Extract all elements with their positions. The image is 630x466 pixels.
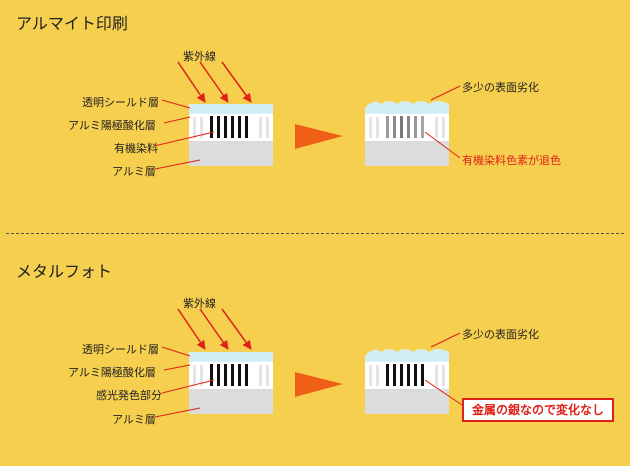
label-shield-2: 透明シールド層 [82, 343, 159, 356]
transform-arrow-1 [295, 124, 343, 149]
label-shield-1: 透明シールド層 [82, 96, 159, 109]
uv-label-2: 紫外線 [183, 297, 216, 310]
leaders-right-1 [424, 85, 461, 159]
plate-after-1 [365, 101, 449, 166]
leaders-left-2 [154, 346, 215, 418]
label-photosensitive-2: 感光発色部分 [96, 389, 162, 402]
plate-after-2 [365, 349, 449, 414]
uv-arrows-2 [177, 308, 252, 350]
transform-arrow-2 [295, 372, 343, 397]
leaders-left-1 [153, 99, 215, 170]
section-title-metalphoto: メタルフォト [16, 262, 113, 281]
plate-before-1 [189, 104, 273, 166]
uv-label-1: 紫外線 [183, 50, 216, 63]
label-aluminum-2: アルミ層 [112, 413, 156, 426]
leaders-right-2 [424, 332, 463, 406]
label-anodized-1: アルミ陽極酸化層 [68, 119, 156, 132]
label-fading-1: 有機染料色素が退色 [462, 154, 561, 167]
label-aluminum-1: アルミ層 [112, 165, 156, 178]
uv-arrows-1 [177, 61, 252, 103]
label-surface-degradation-2: 多少の表面劣化 [462, 328, 539, 341]
label-dye-1: 有機染料 [114, 142, 158, 155]
label-no-change-2: 金属の銀なので変化なし [462, 398, 614, 422]
label-anodized-2: アルミ陽極酸化層 [68, 366, 156, 379]
label-surface-degradation-1: 多少の表面劣化 [462, 81, 539, 94]
section-divider [6, 233, 624, 234]
section-title-alumite: アルマイト印刷 [16, 14, 128, 33]
